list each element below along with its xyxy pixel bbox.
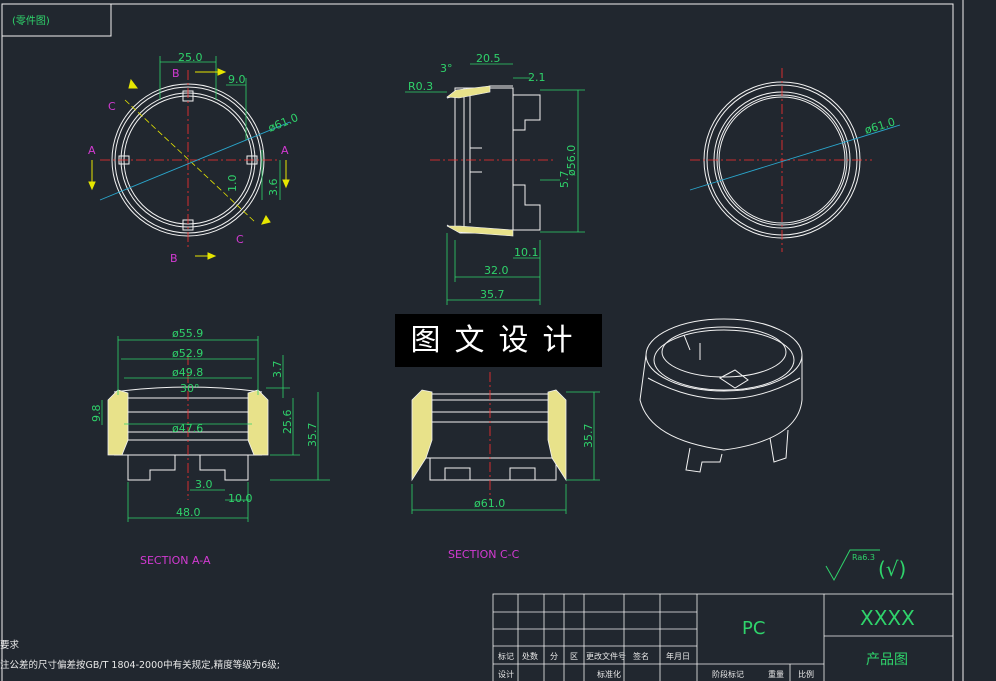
dim-side-2-1: 2.1 bbox=[528, 71, 546, 84]
dim-side-20-5: 20.5 bbox=[476, 52, 501, 65]
tb-label-zone: 区 bbox=[570, 652, 578, 661]
dim-side-dia56: ø56.0 bbox=[565, 145, 578, 176]
tb-label-weight: 重量 bbox=[768, 669, 784, 679]
leader-diameter bbox=[99, 121, 291, 201]
section-cc-view: ø61.0 35.7 SECTION C-C bbox=[411, 372, 600, 561]
title-block bbox=[492, 593, 954, 681]
marker-c-bottom: C bbox=[236, 233, 244, 246]
dim-side-32: 32.0 bbox=[484, 264, 509, 277]
tb-label-scale: 比例 bbox=[798, 669, 814, 679]
marker-b-top: B bbox=[172, 67, 180, 80]
drawing-frame bbox=[1, 0, 964, 681]
top-view: ø61.0 bbox=[689, 68, 901, 252]
roughness-suffix: (√) bbox=[878, 557, 906, 581]
part-code: XXXX bbox=[860, 606, 915, 630]
section-arrows bbox=[88, 68, 290, 260]
section-cc-label: SECTION C-C bbox=[448, 548, 520, 561]
tb-label-sign: 签名 bbox=[633, 651, 649, 661]
section-aa-view: ø55.9 ø52.9 ø49.8 3.7 30° ø47.6 9.8 25.6… bbox=[90, 327, 330, 567]
dim-aa-dia47-6: ø47.6 bbox=[172, 422, 203, 435]
tb-label-div: 分 bbox=[550, 652, 558, 661]
dim-front-1: 1.0 bbox=[226, 175, 239, 193]
dim-aa-35-7: 35.7 bbox=[306, 423, 319, 448]
dim-cc-dia61: ø61.0 bbox=[474, 497, 505, 510]
dim-front-9: 9.0 bbox=[228, 73, 246, 86]
dim-side-3deg: 3° bbox=[440, 62, 453, 75]
marker-a-left: A bbox=[88, 144, 96, 157]
tb-label-count: 处数 bbox=[522, 651, 538, 661]
dim-front-dia61: ø61.0 bbox=[266, 111, 300, 135]
notes-line-1: 注公差的尺寸偏差按GB/T 1804-2000中有关规定,精度等级为6级; bbox=[0, 659, 280, 671]
dim-aa-dia49-8: ø49.8 bbox=[172, 366, 203, 379]
dim-front-3-6: 3.6 bbox=[267, 179, 280, 197]
dim-side-r0-3: R0.3 bbox=[408, 80, 433, 93]
dim-cc-35-7: 35.7 bbox=[582, 424, 595, 449]
section-aa-label: SECTION A-A bbox=[140, 554, 211, 567]
dim-aa-dia55-9: ø55.9 bbox=[172, 327, 203, 340]
front-view: 25.0 9.0 ø61.0 1.0 3.6 B B A A C C bbox=[88, 51, 300, 265]
dim-side-35-7: 35.7 bbox=[480, 288, 505, 301]
dim-side-10-1: 10.1 bbox=[514, 246, 539, 259]
isometric-view bbox=[639, 318, 803, 473]
tb-label-standard: 标准化 bbox=[597, 669, 621, 679]
dim-aa-30deg: 30° bbox=[180, 382, 200, 395]
dim-front-25: 25.0 bbox=[178, 51, 203, 64]
surface-roughness-symbol: Ra6.3 (√) bbox=[825, 549, 906, 582]
marker-a-right: A bbox=[281, 144, 289, 157]
dim-top-dia61: ø61.0 bbox=[863, 115, 897, 137]
dim-aa-48: 48.0 bbox=[176, 506, 201, 519]
tb-label-design: 设计 bbox=[498, 669, 514, 679]
marker-b-bottom: B bbox=[170, 252, 178, 265]
dim-aa-10: 10.0 bbox=[228, 492, 253, 505]
top-label: (零件图) bbox=[12, 15, 50, 27]
notes-heading: 要求 bbox=[0, 639, 20, 651]
dim-aa-dia52-9: ø52.9 bbox=[172, 347, 203, 360]
tb-label-date: 年月日 bbox=[666, 651, 690, 661]
material-label: PC bbox=[742, 618, 765, 639]
tb-label-stage: 阶段标记 bbox=[712, 669, 744, 679]
tb-label-change-doc: 更改文件号 bbox=[586, 651, 626, 661]
marker-c-top: C bbox=[108, 100, 116, 113]
dim-aa-3: 3.0 bbox=[195, 478, 213, 491]
watermark-label: 图文设计 bbox=[395, 314, 602, 367]
dim-aa-3-7: 3.7 bbox=[271, 361, 284, 379]
dim-aa-9-8: 9.8 bbox=[90, 405, 103, 423]
roughness-value: Ra6.3 bbox=[852, 553, 875, 562]
side-view: 20.5 2.1 3° R0.3 ø56.0 5.7 10.1 32.0 35.… bbox=[405, 52, 585, 305]
dim-side-5-7: 5.7 bbox=[558, 171, 571, 189]
cut-line-c bbox=[124, 99, 256, 223]
tb-label-mark: 标记 bbox=[498, 651, 514, 661]
dim-aa-25-6: 25.6 bbox=[281, 410, 294, 435]
part-name: 产品图 bbox=[866, 652, 908, 668]
